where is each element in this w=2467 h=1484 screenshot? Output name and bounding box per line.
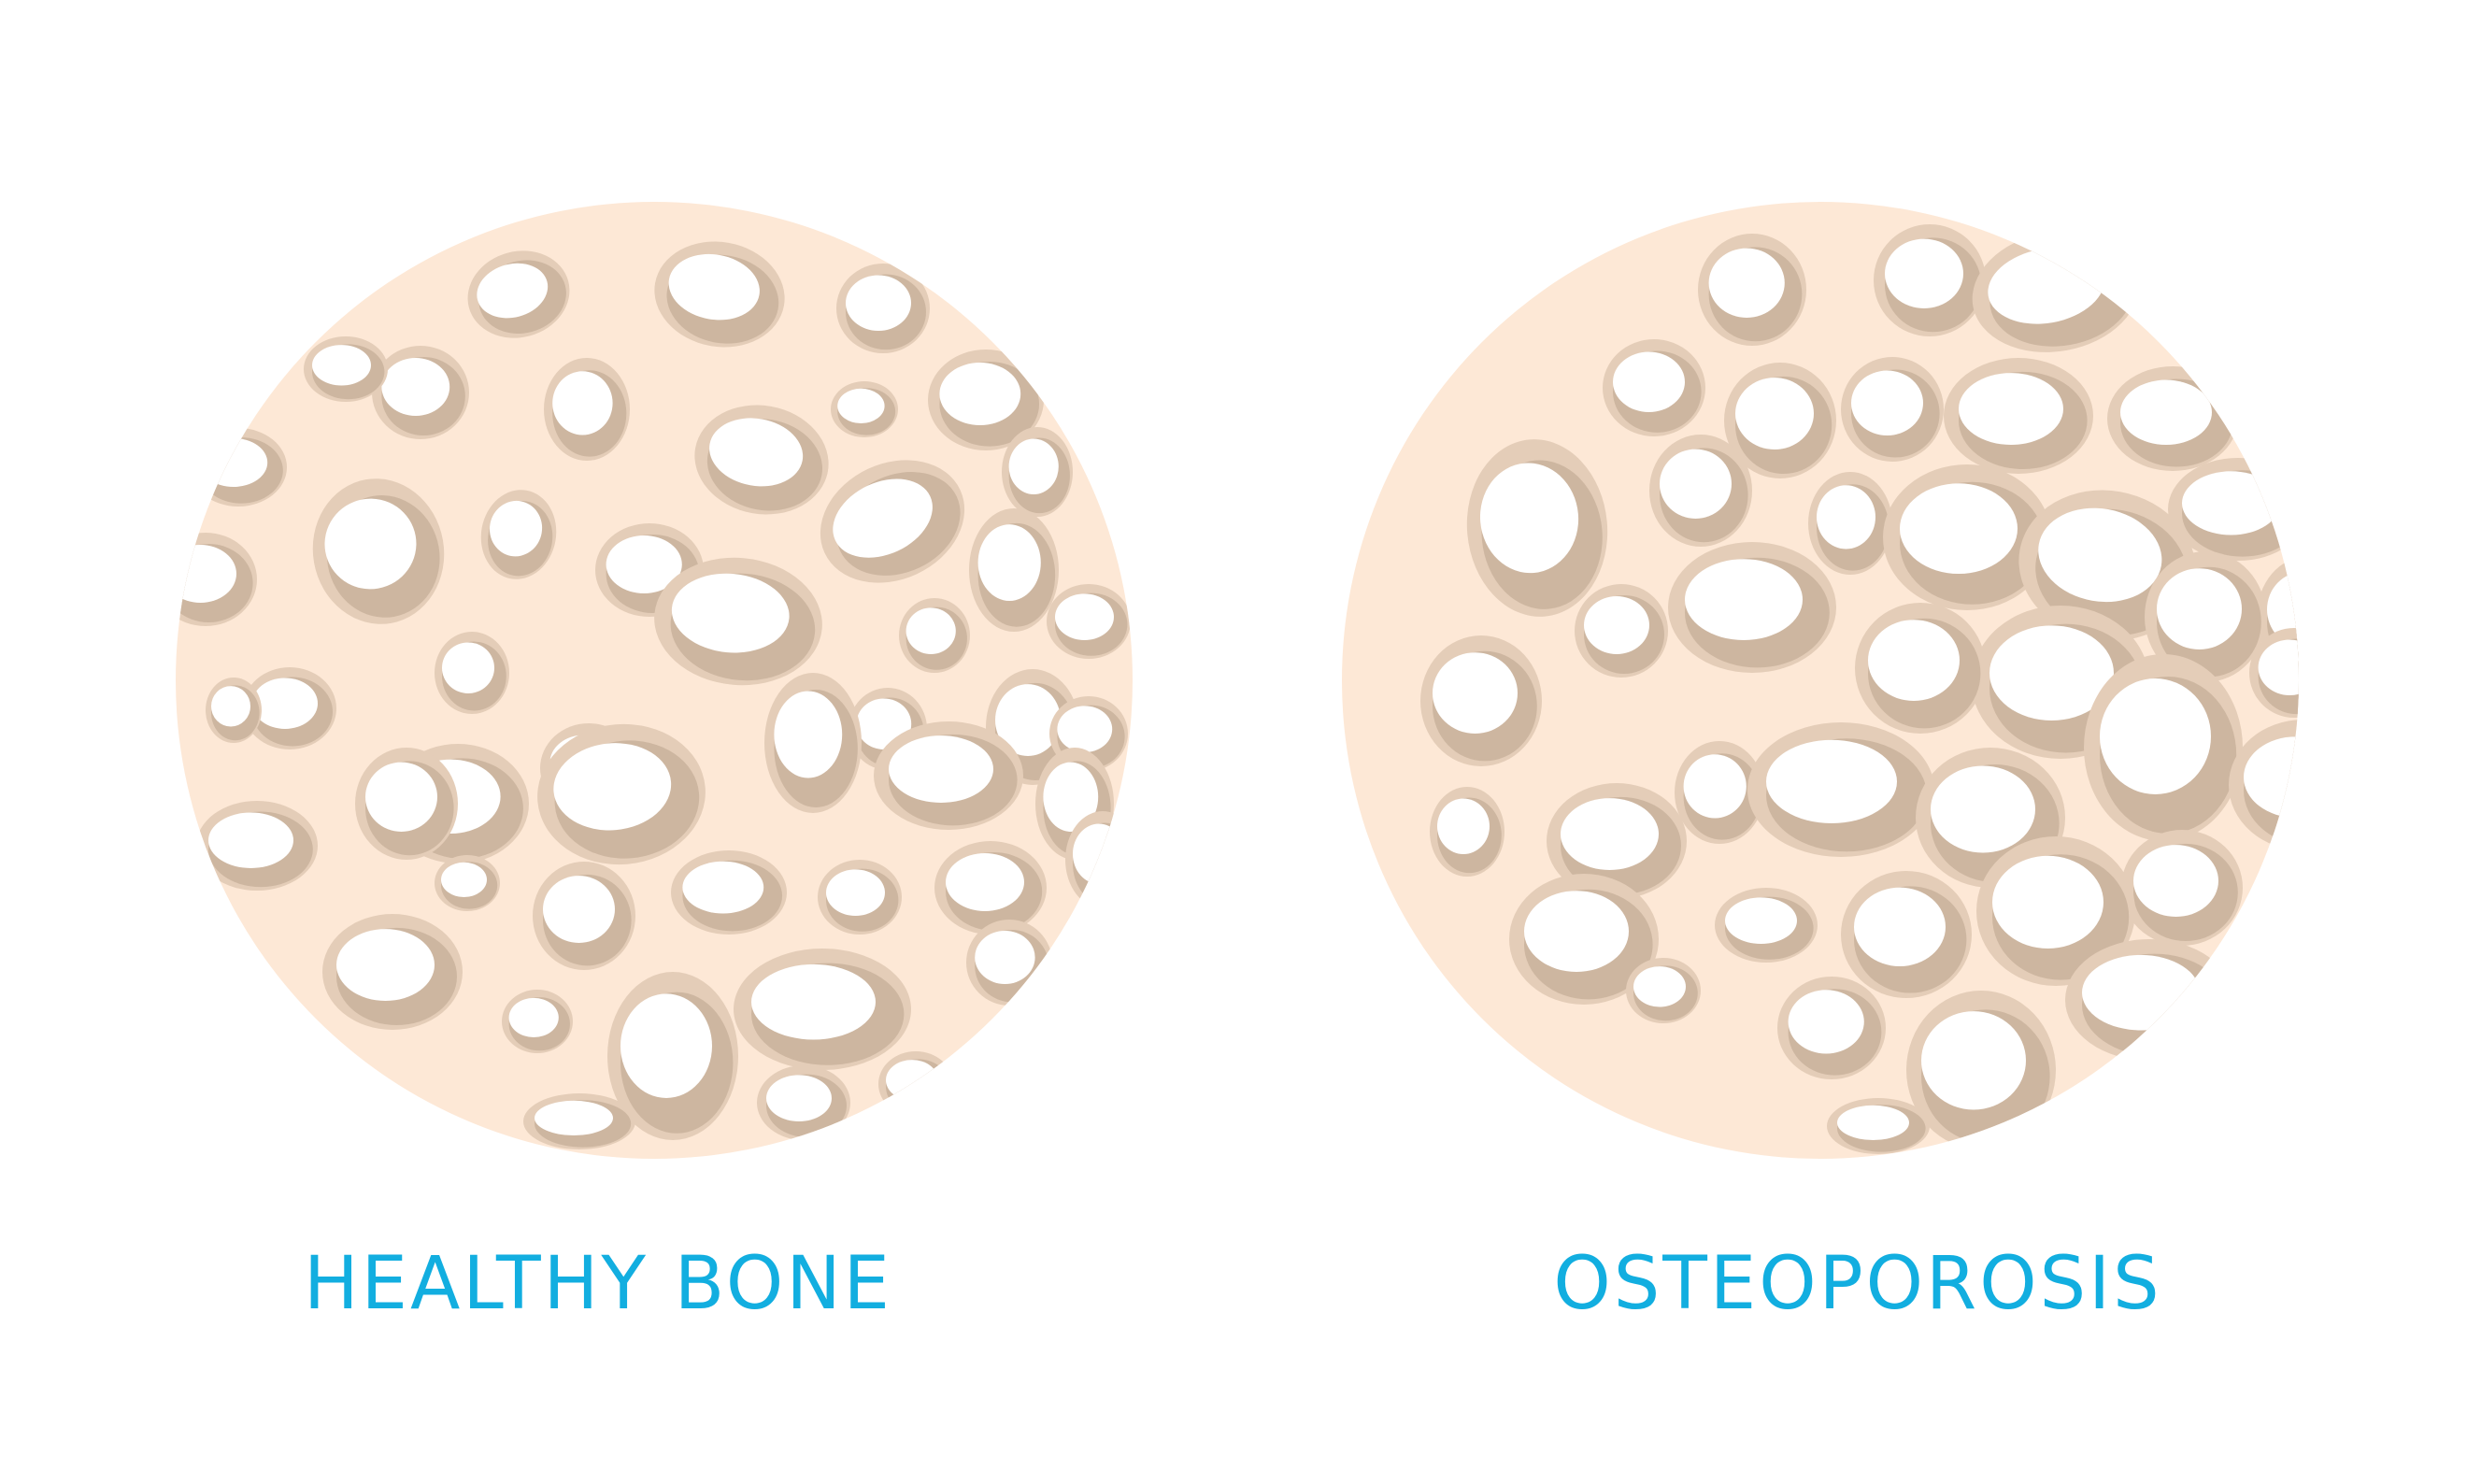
pore <box>1509 874 1659 1005</box>
pore <box>1747 722 1934 857</box>
osteoporosis-bone-pores <box>1420 224 2434 1154</box>
pore <box>1466 439 1608 617</box>
pore <box>1715 888 1818 963</box>
pore <box>2285 477 2299 561</box>
pore <box>190 428 287 507</box>
pore <box>304 336 388 402</box>
pore <box>1603 339 1705 436</box>
pore <box>312 478 445 624</box>
pore <box>322 914 463 1030</box>
pore <box>899 598 970 673</box>
pore <box>544 358 630 461</box>
pore <box>2159 238 2274 350</box>
pore <box>1855 603 1986 734</box>
osteoporosis-bone-illustration <box>1342 202 2434 1159</box>
pore <box>480 490 557 579</box>
pore <box>654 241 785 348</box>
pore <box>176 533 257 626</box>
pore <box>435 632 509 714</box>
pore <box>196 801 318 891</box>
pore <box>2283 308 2299 421</box>
pore <box>2084 654 2243 841</box>
pore <box>1827 1098 1930 1154</box>
pore <box>533 862 635 970</box>
pore <box>831 381 898 437</box>
pore <box>2249 628 2299 718</box>
pore <box>694 405 829 515</box>
pore <box>2350 654 2434 766</box>
pore <box>2280 822 2299 925</box>
pore <box>435 855 500 911</box>
pore <box>764 673 862 813</box>
pore <box>1976 836 2135 986</box>
pore <box>2229 720 2299 850</box>
pore <box>1420 635 1542 766</box>
pore <box>671 850 787 935</box>
pore <box>1626 958 1701 1023</box>
pore <box>206 678 262 743</box>
pore <box>1874 224 1986 336</box>
pore <box>2112 1045 2224 1123</box>
pore <box>928 350 1044 450</box>
pore <box>818 860 902 935</box>
healthy-bone-pores <box>176 241 1133 1149</box>
pore <box>874 721 1023 830</box>
pore <box>2303 957 2378 1024</box>
pore <box>1675 741 1764 844</box>
pore <box>372 346 469 439</box>
pore <box>1430 787 1504 877</box>
pore <box>243 667 336 749</box>
healthy-bone-panel: HEALTHY BONE <box>176 202 1133 1326</box>
pore <box>355 748 458 860</box>
osteoporosis-panel: OSTEOPOROSIS <box>1234 0 2467 1484</box>
pore <box>934 841 1047 935</box>
pore <box>2217 353 2299 450</box>
healthy-bone-illustration <box>176 202 1133 1159</box>
pore <box>1002 427 1073 517</box>
pore <box>820 460 965 583</box>
pore <box>2121 830 2243 946</box>
pore <box>2168 458 2299 561</box>
pore <box>1724 363 1836 478</box>
healthy-bone-label: HEALTHY BONE <box>304 1242 892 1326</box>
osteoporosis-label: OSTEOPOROSIS <box>1553 1242 2162 1326</box>
pore <box>966 920 1052 1006</box>
pore <box>1944 358 2093 474</box>
pore <box>1547 783 1687 899</box>
pore <box>1668 542 1836 673</box>
pore <box>1065 811 1133 908</box>
pore <box>2107 366 2238 471</box>
pore <box>969 508 1059 632</box>
pore <box>537 723 706 865</box>
pore <box>1808 472 1892 575</box>
pore <box>1649 435 1752 547</box>
pore <box>502 990 573 1053</box>
pore <box>654 557 822 686</box>
pore <box>1841 871 1972 998</box>
pore <box>1047 584 1131 659</box>
pore <box>1841 357 1944 462</box>
pore <box>2065 939 2233 1061</box>
pore <box>523 1093 635 1149</box>
pore <box>1698 234 1806 346</box>
pore <box>734 949 911 1070</box>
pore <box>1883 464 2051 610</box>
pore <box>2332 598 2397 673</box>
pore <box>1575 584 1668 678</box>
pore <box>757 1065 850 1140</box>
pore <box>607 972 738 1140</box>
pore <box>1777 977 1886 1079</box>
pore <box>836 264 930 353</box>
pore <box>2145 551 2266 682</box>
pore <box>878 1051 953 1117</box>
pore <box>1906 991 2056 1149</box>
pore <box>467 250 570 338</box>
